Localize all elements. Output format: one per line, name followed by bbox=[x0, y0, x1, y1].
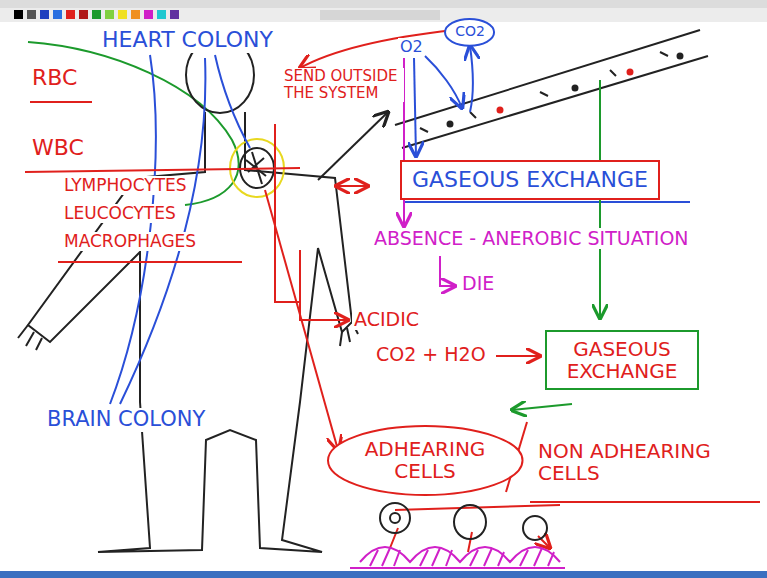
heading-note: HEART COLONY bbox=[100, 28, 275, 53]
toolbar bbox=[0, 0, 767, 8]
human-figure bbox=[18, 37, 358, 552]
heading-note: BRAIN COLONY bbox=[45, 408, 207, 432]
cell-type: LEUCOCYTES bbox=[62, 204, 178, 223]
blue-arrows bbox=[414, 58, 416, 156]
blue-arrows bbox=[470, 46, 473, 112]
ellipse-outline bbox=[445, 19, 494, 46]
blood-vessel bbox=[498, 108, 503, 113]
blood-vessel bbox=[395, 30, 708, 148]
red-lines bbox=[336, 185, 368, 187]
green-arrows bbox=[512, 404, 572, 410]
red-lines bbox=[496, 355, 540, 357]
note: DIE bbox=[460, 273, 496, 294]
toolbar bbox=[0, 0, 767, 22]
adhering-cells-sketch bbox=[523, 516, 547, 540]
red-lines bbox=[530, 501, 760, 503]
red-lines bbox=[58, 261, 242, 263]
text-group: ADHEARING CELLS bbox=[360, 438, 490, 483]
toolbar bbox=[170, 10, 179, 19]
note: SEND OUTSIDE THE SYSTEM bbox=[282, 68, 404, 102]
blue-lines bbox=[120, 58, 205, 404]
cell-type: MACROPHAGES bbox=[62, 232, 198, 251]
note: ACIDIC bbox=[352, 309, 421, 330]
blue-arrows bbox=[405, 201, 690, 203]
red-lines bbox=[275, 124, 300, 302]
red-lines bbox=[265, 190, 338, 450]
node-text: CO2 bbox=[455, 24, 485, 40]
blood-vessel bbox=[448, 122, 453, 127]
blue-lines bbox=[215, 55, 250, 148]
toolbar bbox=[105, 10, 114, 19]
toolbar bbox=[66, 10, 75, 19]
blood-vessel bbox=[678, 54, 683, 59]
blue-arrows bbox=[405, 46, 690, 202]
taskbar bbox=[0, 571, 767, 578]
toolbar bbox=[40, 10, 49, 19]
note: NON ADHEARING CELLS bbox=[536, 440, 740, 485]
black-arrow bbox=[318, 112, 388, 180]
toolbar bbox=[320, 10, 440, 20]
red-lines bbox=[300, 250, 348, 320]
process-box: GASEOUS EXCHANGE bbox=[545, 330, 699, 391]
formula: CO2 + H2O bbox=[374, 344, 488, 365]
process-box: GASEOUS EXCHANGE bbox=[400, 160, 660, 201]
blue-lines bbox=[110, 55, 250, 404]
blood-vessel bbox=[395, 30, 700, 125]
node-text: GASEOUS EXCHANGE bbox=[412, 168, 648, 193]
toolbar bbox=[118, 10, 127, 19]
red-lines bbox=[30, 101, 92, 103]
toolbar bbox=[27, 10, 36, 19]
adhering-cells-sketch bbox=[454, 505, 486, 539]
adhering-cells-sketch bbox=[380, 503, 410, 533]
toolbar bbox=[0, 8, 767, 22]
green-line bbox=[28, 42, 239, 205]
red-lines bbox=[25, 30, 760, 552]
magenta-lines bbox=[440, 256, 455, 286]
toolbar bbox=[53, 10, 62, 19]
adhering-cells-sketch bbox=[350, 503, 565, 568]
text-group: CO2 bbox=[455, 24, 485, 40]
blood-vessel bbox=[573, 86, 578, 91]
human-figure bbox=[28, 112, 352, 552]
blue-lines bbox=[110, 55, 156, 404]
node-text: ADHEARING CELLS bbox=[360, 438, 490, 483]
gas-name: O2 bbox=[398, 38, 425, 56]
adhering-cells-sketch bbox=[370, 548, 554, 566]
text-group: GASEOUS EXCHANGE bbox=[557, 338, 687, 383]
note: ABSENCE - ANEROBIC SITUATION bbox=[372, 228, 691, 249]
ellipse-outline bbox=[328, 426, 523, 495]
cell-type: RBC bbox=[30, 66, 79, 91]
node-text: GASEOUS EXCHANGE bbox=[557, 338, 687, 383]
adhering-cells-sketch bbox=[350, 567, 565, 569]
toolbar bbox=[92, 10, 101, 19]
toolbar bbox=[131, 10, 140, 19]
red-lines bbox=[25, 168, 300, 172]
blood-vessel bbox=[628, 70, 633, 75]
gas-bubble: CO2 bbox=[443, 17, 496, 48]
human-figure bbox=[18, 325, 42, 350]
blood-vessel bbox=[402, 56, 708, 148]
blood-vessel bbox=[420, 52, 668, 132]
toolbar bbox=[79, 10, 88, 19]
cell-ellipse: ADHEARING CELLS bbox=[326, 424, 525, 497]
cell-type: WBC bbox=[30, 136, 86, 161]
adhering-cells-sketch bbox=[390, 513, 400, 523]
blue-arrows bbox=[425, 56, 462, 108]
green-line bbox=[28, 42, 239, 205]
cell-type: LYMPHOCYTES bbox=[62, 176, 189, 195]
toolbar bbox=[14, 10, 23, 19]
toolbar bbox=[144, 10, 153, 19]
toolbar bbox=[157, 10, 166, 19]
text-group: GASEOUS EXCHANGE bbox=[412, 168, 648, 193]
